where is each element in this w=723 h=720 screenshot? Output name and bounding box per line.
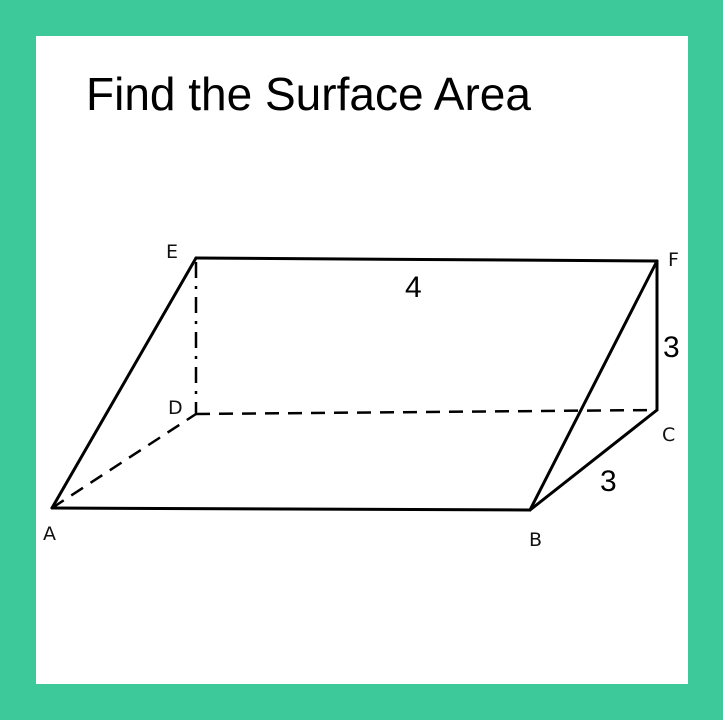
vertex-label-e: E	[166, 241, 178, 263]
vertex-label-c: C	[662, 424, 675, 446]
dimension-label-top: 4	[405, 271, 422, 304]
diagram-card	[36, 36, 688, 684]
dimension-label-height: 3	[663, 331, 680, 364]
page-title: Find the Surface Area	[86, 68, 531, 120]
edge-ae	[50, 256, 198, 510]
hidden-edge-ad	[51, 412, 197, 510]
hidden-edge-dc	[195, 408, 658, 416]
edge-ef	[194, 256, 659, 263]
edge-ab	[50, 506, 532, 512]
vertex-label-b: B	[529, 529, 542, 551]
edge-bc	[528, 408, 659, 512]
dimension-label-depth: 3	[600, 465, 617, 498]
vertex-label-a: A	[43, 523, 56, 545]
vertex-label-f: F	[668, 249, 679, 271]
edge-bf	[528, 259, 659, 512]
vertex-label-d: D	[168, 397, 183, 419]
